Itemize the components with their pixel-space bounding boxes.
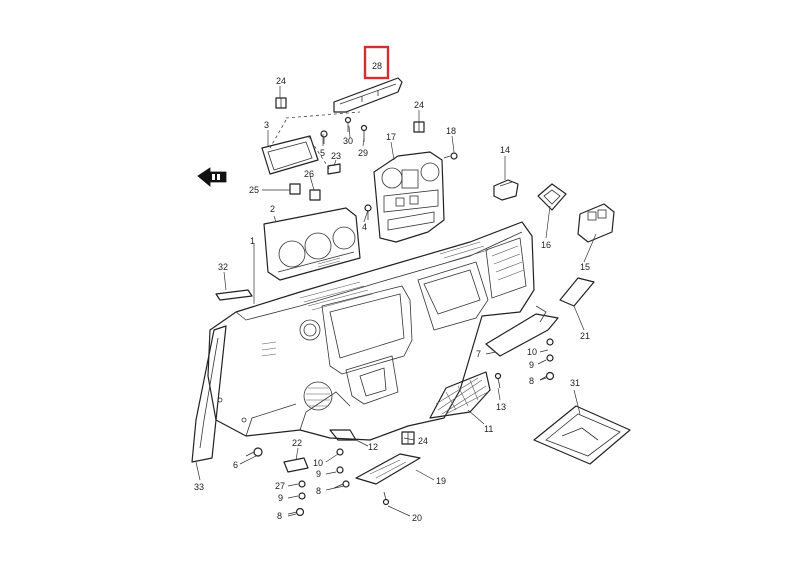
part-24-clip-bottom[interactable] [401, 431, 415, 445]
part-2-meter-bezel[interactable] [263, 207, 361, 281]
part-21-panel[interactable] [559, 277, 595, 307]
part-9-washer-right[interactable] [546, 354, 554, 362]
label-28[interactable]: 28 [372, 61, 382, 71]
part-22-bracket[interactable] [283, 457, 309, 473]
part-3-cover-panel[interactable] [261, 135, 319, 175]
label-25[interactable]: 25 [249, 185, 259, 195]
part-8-bolt-lower[interactable] [287, 507, 305, 517]
part-7-bracket[interactable] [485, 305, 559, 357]
part-16-vent-frame[interactable] [537, 183, 567, 211]
label-8-left[interactable]: 8 [316, 486, 321, 496]
label-5[interactable]: 5 [320, 148, 325, 158]
label-6[interactable]: 6 [233, 460, 238, 470]
part-15-side-vent[interactable] [577, 203, 615, 243]
part-28-duct[interactable] [333, 77, 403, 113]
label-24-right[interactable]: 24 [414, 100, 424, 110]
part-20-screw[interactable] [382, 491, 390, 506]
part-11-net-pocket[interactable] [429, 371, 491, 419]
part-24-clip-top[interactable] [275, 97, 287, 109]
highlight-box-28 [363, 45, 390, 80]
part-13-clip[interactable] [494, 372, 502, 389]
part-33-side-panel[interactable] [191, 325, 227, 463]
label-17[interactable]: 17 [386, 132, 396, 142]
label-2[interactable]: 2 [270, 204, 275, 214]
part-8-bolt-right[interactable] [539, 371, 555, 381]
label-24-bottom[interactable]: 24 [418, 436, 428, 446]
label-8-right[interactable]: 8 [529, 376, 534, 386]
part-9-washer-lower[interactable] [298, 492, 306, 500]
label-9-left[interactable]: 9 [316, 469, 321, 479]
label-23[interactable]: 23 [331, 151, 341, 161]
label-31[interactable]: 31 [570, 378, 580, 388]
label-24-top[interactable]: 24 [276, 76, 286, 86]
label-30[interactable]: 30 [343, 136, 353, 146]
part-6-bolt[interactable] [245, 447, 263, 457]
part-26-clip[interactable] [309, 189, 321, 201]
label-33[interactable]: 33 [194, 482, 204, 492]
label-1[interactable]: 1 [250, 236, 255, 246]
part-1-instrument-panel[interactable] [207, 221, 535, 441]
label-18[interactable]: 18 [446, 126, 456, 136]
label-3[interactable]: 3 [264, 120, 269, 130]
part-18-screw[interactable] [443, 152, 458, 160]
part-8-bolt-left[interactable] [333, 480, 350, 489]
label-19[interactable]: 19 [436, 476, 446, 486]
label-27[interactable]: 27 [275, 481, 285, 491]
label-12[interactable]: 12 [368, 442, 378, 452]
label-15[interactable]: 15 [580, 262, 590, 272]
part-5-screw[interactable] [320, 130, 328, 144]
part-24-clip-right[interactable] [413, 121, 425, 133]
label-20[interactable]: 20 [412, 513, 422, 523]
part-17-center-bezel[interactable] [373, 151, 445, 243]
label-16[interactable]: 16 [541, 240, 551, 250]
label-29[interactable]: 29 [358, 148, 368, 158]
part-10-washer-right[interactable] [546, 338, 554, 346]
part-23-clip[interactable] [327, 163, 341, 175]
part-9-washer-left[interactable] [336, 466, 344, 474]
label-21[interactable]: 21 [580, 331, 590, 341]
label-11[interactable]: 11 [484, 424, 493, 434]
label-9-lower[interactable]: 9 [278, 493, 283, 503]
part-31-tray-mat[interactable] [533, 405, 631, 465]
label-9-right[interactable]: 9 [529, 360, 534, 370]
part-4-screw[interactable] [364, 204, 372, 220]
part-10-washer-left[interactable] [336, 448, 344, 456]
label-26[interactable]: 26 [304, 169, 314, 179]
label-14[interactable]: 14 [500, 145, 510, 155]
label-10-left[interactable]: 10 [313, 458, 323, 468]
part-19-plate[interactable] [355, 453, 421, 485]
part-32-duct[interactable] [215, 289, 253, 301]
part-25-clip[interactable] [289, 183, 301, 195]
label-32[interactable]: 32 [218, 262, 228, 272]
label-7[interactable]: 7 [476, 349, 481, 359]
part-14-switch-unit[interactable] [493, 179, 519, 201]
front-arrow-icon [197, 167, 227, 187]
label-4[interactable]: 4 [362, 222, 367, 232]
label-10-right[interactable]: 10 [527, 347, 537, 357]
part-27-washer[interactable] [298, 480, 306, 488]
label-8-lower[interactable]: 8 [277, 511, 282, 521]
part-30-screw[interactable] [344, 116, 352, 133]
label-22[interactable]: 22 [292, 438, 302, 448]
label-13[interactable]: 13 [496, 402, 506, 412]
